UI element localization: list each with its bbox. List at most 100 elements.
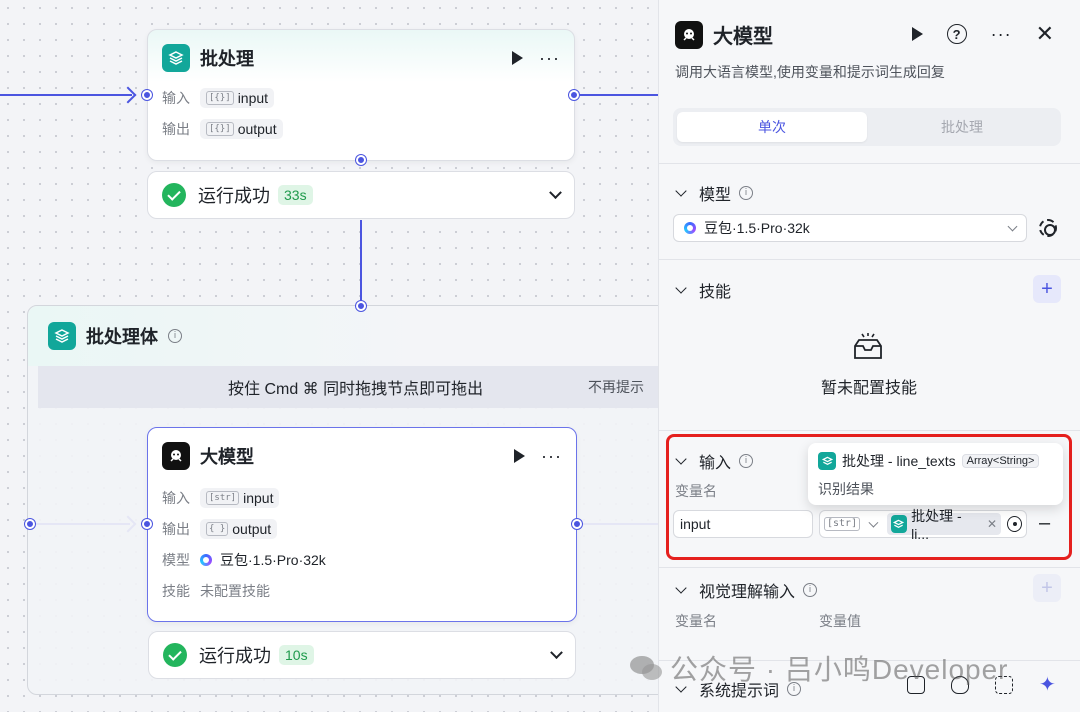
chevron-down-icon[interactable] bbox=[550, 645, 563, 659]
info-icon[interactable]: i bbox=[168, 329, 182, 343]
remove-icon[interactable]: ✕ bbox=[986, 517, 997, 531]
chevron-down-icon bbox=[675, 185, 687, 197]
run-icon[interactable] bbox=[514, 449, 526, 463]
ai-sparkle-icon[interactable]: ✦ bbox=[1039, 674, 1056, 696]
status-text: 运行成功 bbox=[199, 646, 271, 666]
var-name: input bbox=[243, 489, 274, 506]
tooltip-description: 识别结果 bbox=[818, 481, 874, 497]
string-type-icon: [str] bbox=[824, 517, 861, 531]
group-inner-port[interactable] bbox=[25, 519, 35, 529]
var-tag: [str]input bbox=[200, 487, 280, 508]
node-model-row: 模型 豆包·1.5·Pro·32k bbox=[148, 544, 576, 575]
layers-icon bbox=[48, 322, 76, 350]
divider bbox=[659, 259, 1080, 260]
column-label: 变量名 bbox=[675, 483, 717, 499]
string-type-icon: [str] bbox=[206, 490, 240, 505]
layers-icon bbox=[818, 452, 836, 470]
reference-chip[interactable]: 批处理 - li... ✕ bbox=[886, 508, 1001, 542]
row-label: 输出 bbox=[162, 520, 190, 537]
help-icon[interactable]: ? bbox=[946, 24, 967, 44]
tab-batch[interactable]: 批处理 bbox=[941, 119, 983, 135]
vision-section-header[interactable]: 视觉理解输入 i bbox=[675, 578, 818, 602]
model-section-header[interactable]: 模型 i bbox=[675, 181, 754, 205]
add-skill-button[interactable]: + bbox=[1033, 275, 1061, 303]
library-icon[interactable] bbox=[907, 676, 925, 694]
input-port[interactable] bbox=[142, 519, 152, 529]
output-port[interactable] bbox=[572, 519, 582, 529]
llm-logo-icon bbox=[162, 442, 190, 470]
skills-section-header[interactable]: 技能 bbox=[675, 278, 732, 302]
row-label: 技能 bbox=[162, 582, 190, 599]
drag-hint-bar: 按住 Cmd ⌘ 同时拖拽节点即可拖出 不再提示 bbox=[38, 366, 688, 408]
selected-model: 豆包·1.5·Pro·32k bbox=[704, 220, 810, 236]
node-output-row: 输出 { }output bbox=[148, 513, 576, 544]
input-port[interactable] bbox=[142, 90, 152, 100]
chevron-down-icon[interactable] bbox=[549, 185, 562, 199]
dismiss-hint-link[interactable]: 不再提示 bbox=[588, 379, 644, 395]
tooltip-node: 批处理 bbox=[842, 453, 884, 469]
target-icon[interactable] bbox=[1007, 516, 1023, 532]
gear-icon[interactable] bbox=[1039, 219, 1057, 237]
var-name: output bbox=[237, 120, 277, 137]
input-section-header[interactable]: 输入 i bbox=[675, 449, 754, 473]
info-icon[interactable]: i bbox=[787, 682, 802, 696]
tab-single[interactable]: 单次 bbox=[677, 112, 867, 142]
more-icon[interactable]: ··· bbox=[539, 48, 560, 68]
close-icon[interactable]: ✕ bbox=[1035, 21, 1054, 46]
bottom-port[interactable] bbox=[356, 155, 366, 165]
variable-reference-field[interactable]: [str] 批处理 - li... ✕ bbox=[819, 508, 1027, 542]
var-tag: [{}]input bbox=[200, 87, 275, 108]
llm-node[interactable]: 大模型 ··· 输入 [str]input 输出 { }output 模型 豆包… bbox=[147, 427, 577, 622]
node-output-row: 输出 [{}]output bbox=[148, 113, 574, 144]
output-port[interactable] bbox=[569, 90, 579, 100]
doubao-logo-icon bbox=[684, 222, 696, 234]
highlight-annotation bbox=[666, 434, 1072, 560]
remove-row-button[interactable]: – bbox=[1039, 512, 1051, 534]
column-label: 变量值 bbox=[819, 613, 861, 629]
run-icon[interactable] bbox=[512, 51, 524, 65]
edge-in-top bbox=[0, 94, 132, 96]
more-icon[interactable]: ··· bbox=[541, 446, 562, 466]
divider bbox=[659, 660, 1080, 661]
edge-out-top bbox=[580, 94, 658, 96]
info-icon[interactable]: i bbox=[739, 186, 754, 200]
group-top-port[interactable] bbox=[356, 301, 366, 311]
chevron-down-icon bbox=[675, 582, 687, 594]
group-title: 批处理体 bbox=[86, 327, 158, 347]
llm-logo-icon bbox=[675, 20, 703, 49]
divider bbox=[659, 430, 1080, 431]
node-skills-row: 技能 未配置技能 bbox=[148, 575, 576, 606]
wechat-icon bbox=[630, 656, 662, 680]
node-input-row: 输入 [{}]input bbox=[148, 82, 574, 113]
edge-vertical bbox=[360, 220, 362, 304]
batch-node[interactable]: 批处理 ··· 输入 [{}]input 输出 [{}]output bbox=[147, 29, 575, 161]
model-select[interactable]: 豆包·1.5·Pro·32k bbox=[673, 214, 1027, 242]
info-icon[interactable]: i bbox=[803, 583, 818, 597]
expand-icon[interactable] bbox=[995, 676, 1013, 694]
var-name: output bbox=[232, 520, 272, 537]
info-icon[interactable]: i bbox=[739, 454, 754, 468]
node-title: 大模型 bbox=[200, 447, 254, 467]
model-name: 豆包·1.5·Pro·32k bbox=[220, 551, 326, 568]
run-icon[interactable] bbox=[911, 27, 923, 41]
section-title: 技能 bbox=[699, 284, 732, 301]
more-icon[interactable]: ··· bbox=[990, 24, 1012, 44]
run-status-bar[interactable]: 运行成功 10s bbox=[148, 631, 576, 679]
type-badge: Array<String> bbox=[961, 454, 1040, 468]
edge-arrow bbox=[119, 86, 137, 104]
run-status-bar[interactable]: 运行成功 33s bbox=[147, 171, 575, 219]
node-input-row: 输入 [str]input bbox=[148, 482, 576, 513]
panel-description: 调用大语言模型,使用变量和提示词生成回复 bbox=[675, 64, 945, 80]
array-object-icon: [{}] bbox=[206, 90, 234, 105]
row-label: 输出 bbox=[162, 120, 190, 137]
section-title: 输入 bbox=[699, 455, 732, 472]
variable-name-input[interactable]: input bbox=[673, 510, 813, 538]
bulb-icon[interactable] bbox=[951, 676, 969, 694]
row-label: 模型 bbox=[162, 551, 190, 568]
divider bbox=[659, 567, 1080, 568]
system-prompt-section-header[interactable]: 系统提示词 i bbox=[675, 677, 802, 701]
add-vision-input-button[interactable]: + bbox=[1033, 574, 1061, 602]
mode-tabs: 单次 批处理 bbox=[673, 108, 1061, 146]
empty-box-icon bbox=[854, 333, 882, 359]
column-label: 变量名 bbox=[675, 613, 717, 629]
